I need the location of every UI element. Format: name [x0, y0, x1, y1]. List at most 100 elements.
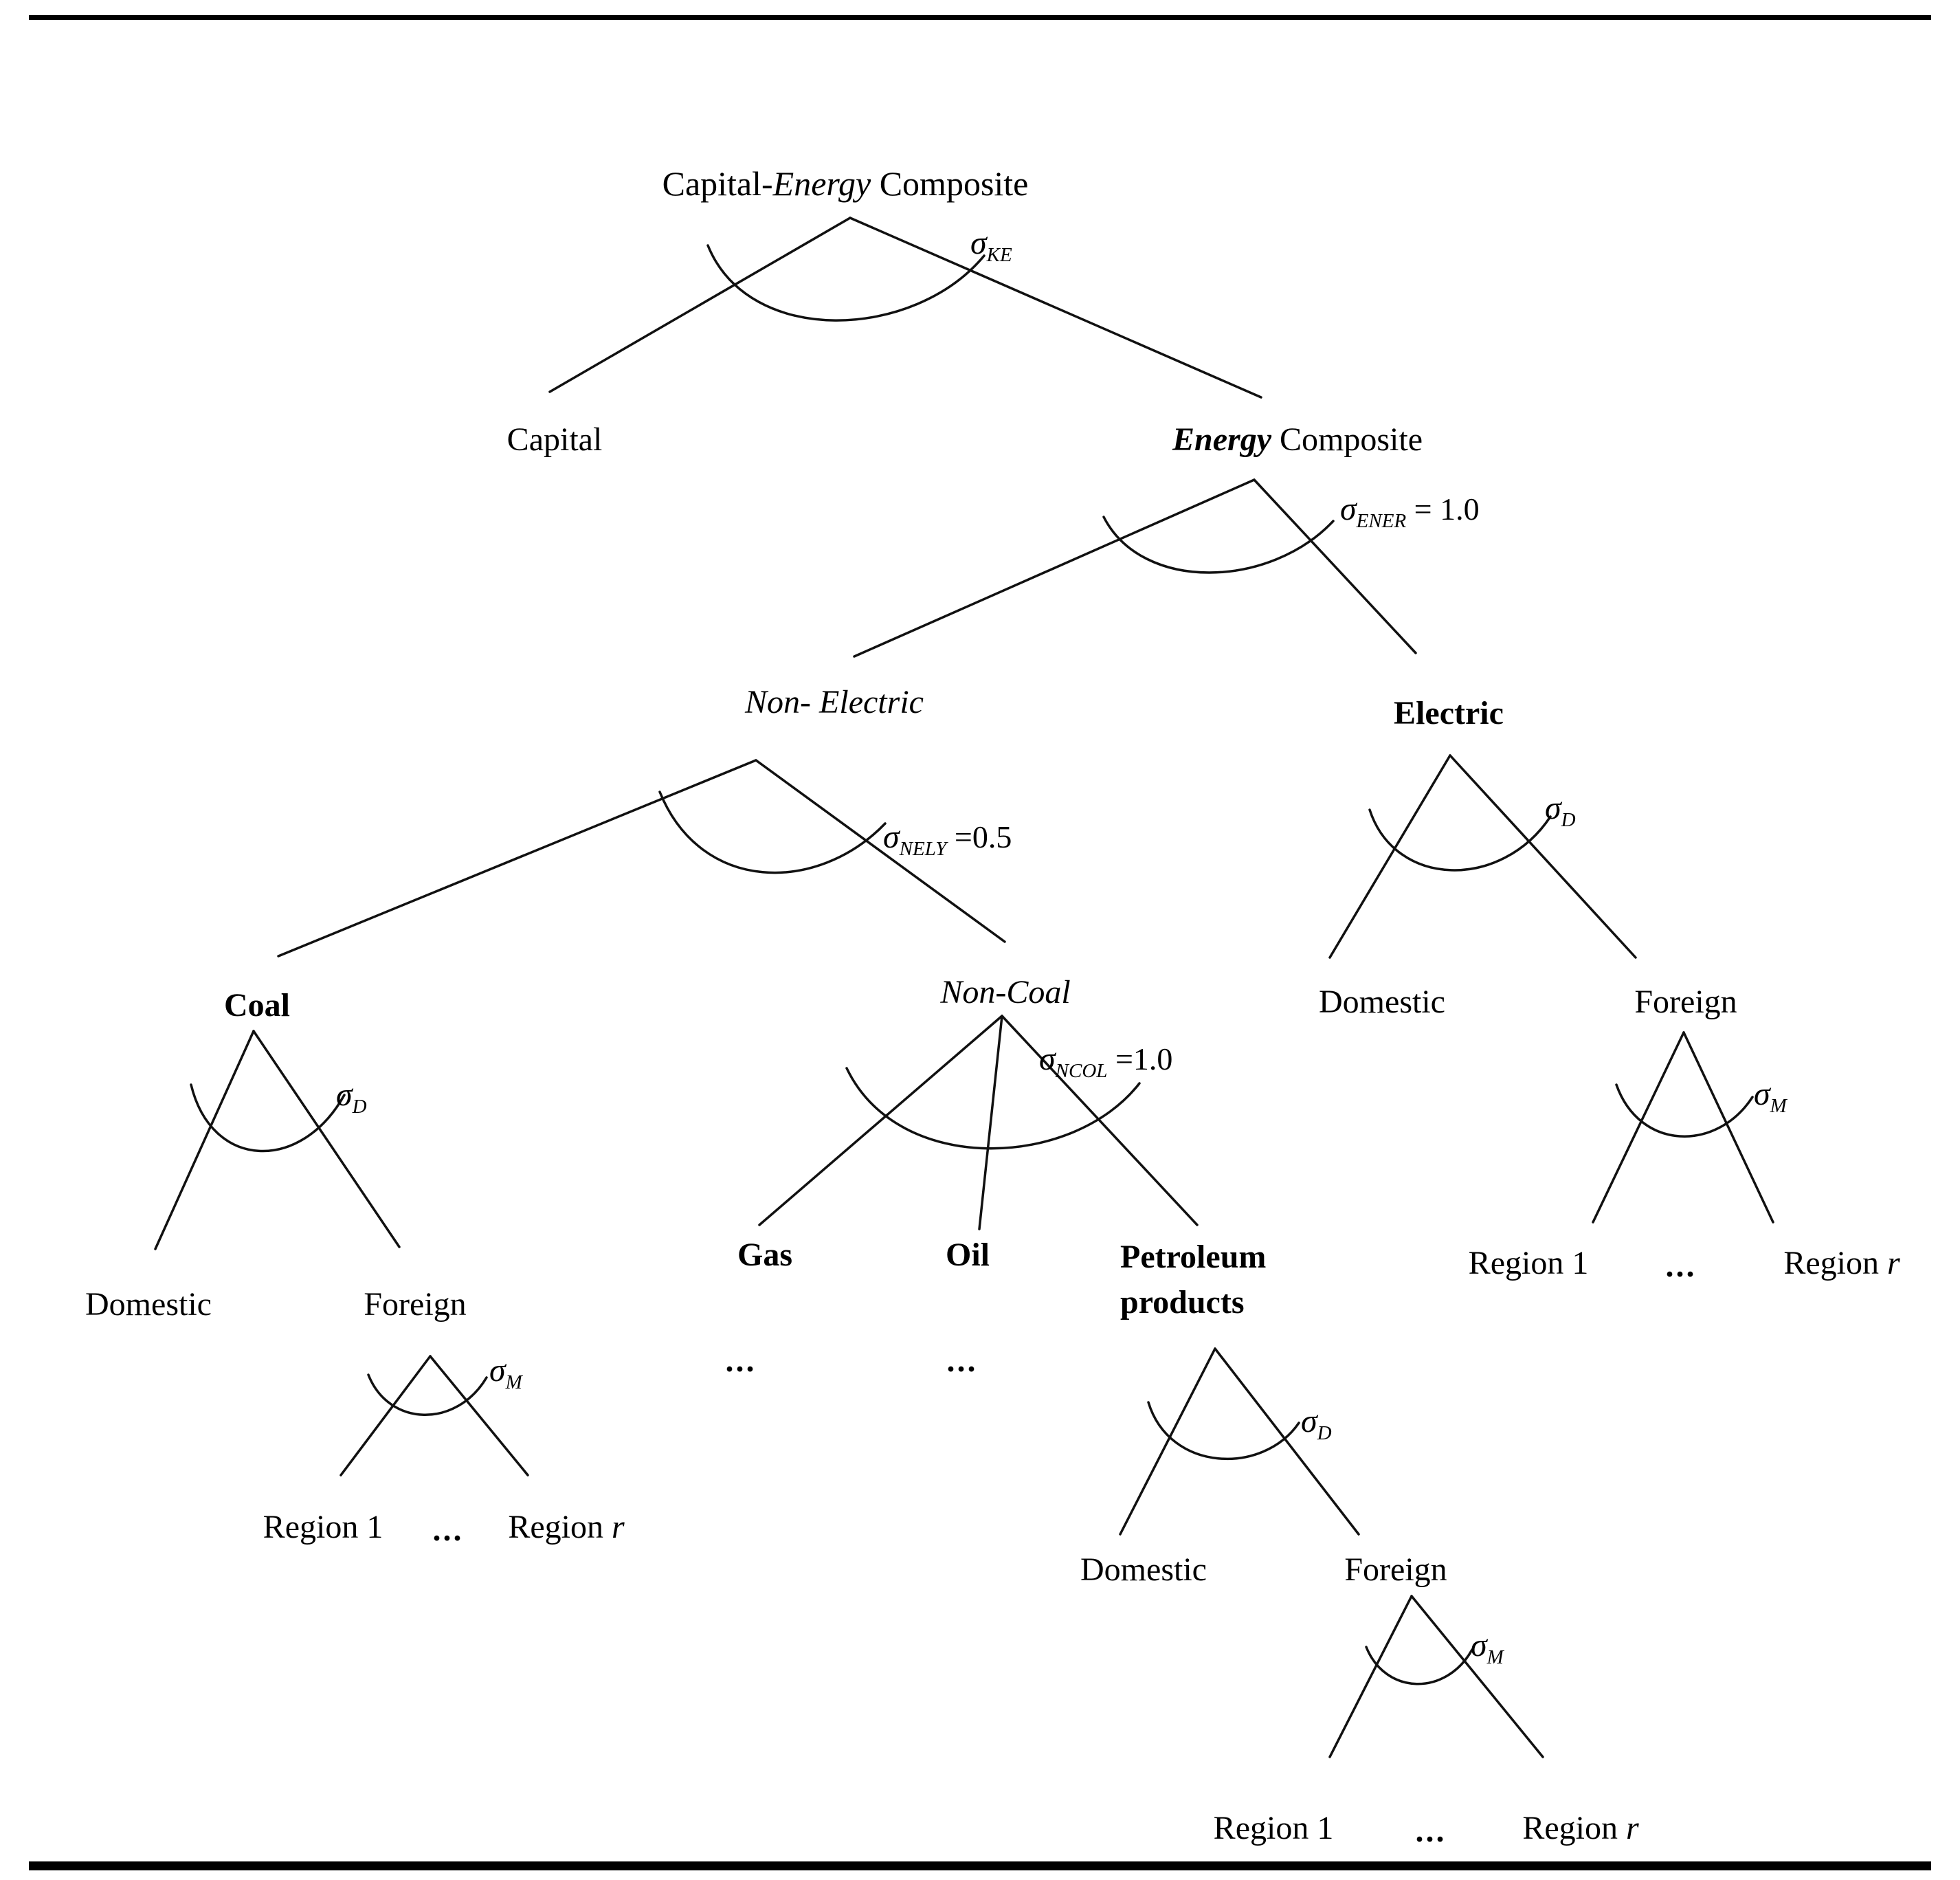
petroleum-line2: products	[1120, 1284, 1245, 1320]
edge-electric-foreign	[1449, 754, 1637, 959]
edge-coal-foreign	[252, 1030, 401, 1248]
node-capital-energy-composite: Capital-Energy Composite	[662, 166, 1029, 201]
top-rule	[29, 15, 1931, 20]
edge-coalforeign-region1	[339, 1355, 432, 1477]
node-petroleum-products: Petroleum products	[1120, 1235, 1266, 1325]
edge-nonelectric-noncoal	[755, 759, 1006, 943]
node-non-coal: Non-Coal	[940, 974, 1071, 1010]
node-coal: Coal	[224, 987, 290, 1024]
sigma-nely-label: σNELY =0.5	[883, 821, 1012, 859]
edge-root-energy	[849, 217, 1262, 399]
root-label-energy: Energy	[772, 164, 871, 203]
sigma-ncol-symbol: σ	[1039, 1041, 1056, 1077]
ces-arc-petforeign	[1365, 1646, 1473, 1685]
edge-elecforeign-regionr	[1682, 1031, 1774, 1224]
node-electric-domestic: Domestic	[1319, 984, 1445, 1020]
energy-label-energy: Energy	[1172, 421, 1271, 458]
edge-noncoal-gas	[758, 1015, 1003, 1226]
node-petroleum-region-1: Region 1	[1213, 1810, 1334, 1846]
sigma-m-electric-symbol: σ	[1754, 1076, 1770, 1112]
edge-noncoal-oil	[978, 1015, 1003, 1230]
edge-coalforeign-regionr	[429, 1355, 529, 1477]
sigma-ener-subscript: ENER	[1356, 510, 1407, 532]
edge-petforeign-region1	[1328, 1595, 1413, 1758]
root-label-pre: Capital-	[662, 164, 773, 203]
petroleum-region-r-prefix: Region	[1522, 1810, 1626, 1846]
sigma-ener-value: = 1.0	[1406, 491, 1480, 527]
ces-arc-energy	[1102, 516, 1335, 574]
sigma-nely-symbol: σ	[883, 819, 900, 855]
oil-ellipsis: ...	[946, 1342, 978, 1379]
electric-region-r-var: r	[1886, 1245, 1900, 1281]
sigma-ncol-value: =1.0	[1107, 1041, 1173, 1076]
node-oil: Oil	[945, 1237, 990, 1273]
node-petroleum-region-r: Region r	[1522, 1812, 1638, 1845]
petroleum-region-ellipsis: ...	[1415, 1813, 1447, 1849]
coal-region-ellipsis: ...	[432, 1512, 464, 1548]
sigma-d-electric-subscript: D	[1561, 809, 1576, 831]
sigma-m-coal-symbol: σ	[489, 1352, 506, 1389]
ces-arc-noncoal	[845, 1067, 1141, 1150]
edge-elecforeign-region1	[1592, 1031, 1685, 1224]
edge-electric-domestic	[1328, 754, 1451, 959]
sigma-d-coal-symbol: σ	[336, 1076, 353, 1113]
ces-arc-petroleum	[1147, 1401, 1300, 1460]
edge-petforeign-regionr	[1410, 1595, 1544, 1758]
sigma-m-petroleum-subscript: M	[1486, 1646, 1504, 1668]
node-coal-region-r: Region r	[508, 1511, 624, 1544]
sigma-d-coal-subscript: D	[352, 1096, 367, 1118]
sigma-d-petroleum-label: σD	[1301, 1405, 1332, 1444]
edge-nonelectric-coal	[277, 759, 757, 958]
root-label-post: Composite	[871, 164, 1029, 203]
sigma-ke-subscript: KE	[986, 244, 1012, 266]
ces-arc-root	[706, 244, 985, 322]
node-non-electric: Non- Electric	[745, 684, 924, 720]
sigma-m-petroleum-symbol: σ	[1471, 1627, 1487, 1663]
node-coal-region-1: Region 1	[263, 1509, 383, 1545]
ces-arc-elecforeign	[1615, 1083, 1754, 1138]
edge-root-capital	[548, 217, 851, 393]
sigma-d-petroleum-symbol: σ	[1301, 1403, 1317, 1439]
petroleum-region-r-var: r	[1625, 1810, 1639, 1846]
node-gas: Gas	[737, 1237, 793, 1273]
petroleum-line1: Petroleum	[1120, 1239, 1267, 1275]
sigma-ncol-label: σNCOL =1.0	[1039, 1043, 1172, 1081]
coal-region-r-prefix: Region	[508, 1509, 612, 1545]
edge-energy-electric	[1253, 478, 1417, 654]
node-petroleum-domestic: Domestic	[1080, 1551, 1207, 1588]
edge-noncoal-petroleum	[1001, 1015, 1199, 1226]
sigma-m-coal-label: σM	[489, 1354, 522, 1393]
edge-energy-nonelectric	[853, 478, 1256, 658]
node-electric-foreign: Foreign	[1634, 984, 1737, 1020]
node-petroleum-foreign: Foreign	[1344, 1551, 1447, 1588]
node-electric-region-1: Region 1	[1468, 1245, 1589, 1281]
bottom-rule	[29, 1861, 1931, 1870]
ces-arc-coal	[190, 1083, 346, 1153]
sigma-ener-label: σENER = 1.0	[1340, 493, 1480, 531]
sigma-m-coal-subscript: M	[505, 1371, 522, 1393]
sigma-ncol-subscript: NCOL	[1055, 1060, 1108, 1082]
electric-region-r-prefix: Region	[1783, 1245, 1887, 1281]
energy-label-post: Composite	[1271, 421, 1423, 458]
sigma-ke-label: σKE	[970, 227, 1012, 265]
sigma-d-electric-symbol: σ	[1545, 790, 1561, 826]
ces-arc-electric	[1368, 808, 1552, 872]
electric-region-ellipsis: ...	[1665, 1248, 1697, 1284]
sigma-m-petroleum-label: σM	[1471, 1629, 1504, 1668]
node-energy-composite: Energy Composite	[1172, 423, 1423, 456]
sigma-nely-value: =0.5	[946, 819, 1012, 854]
edge-coal-domestic	[154, 1030, 255, 1250]
sigma-d-electric-label: σD	[1545, 792, 1576, 830]
node-coal-domestic: Domestic	[85, 1286, 212, 1323]
gas-ellipsis: ...	[725, 1342, 757, 1379]
node-electric: Electric	[1394, 695, 1504, 731]
node-electric-region-r: Region r	[1783, 1247, 1900, 1280]
sigma-ke-symbol: σ	[970, 225, 987, 261]
node-coal-foreign: Foreign	[364, 1286, 467, 1323]
node-capital: Capital	[506, 421, 603, 458]
sigma-ener-symbol: σ	[1340, 491, 1357, 527]
sigma-m-electric-label: σM	[1754, 1078, 1787, 1116]
edge-petroleum-domestic	[1119, 1347, 1216, 1536]
